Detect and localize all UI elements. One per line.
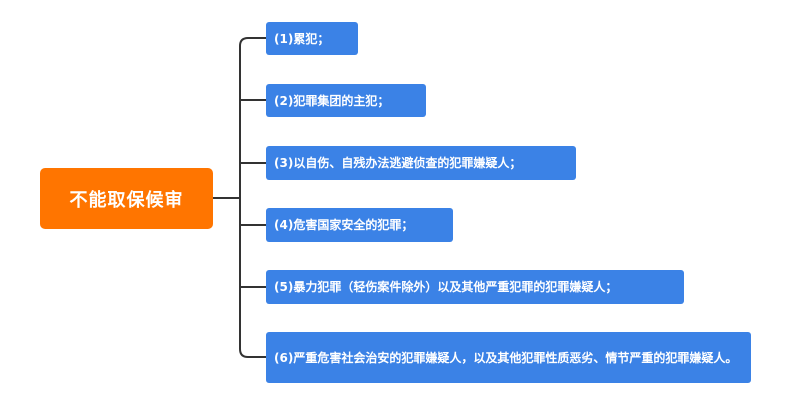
topic-label: (4)危害国家安全的犯罪； (274, 218, 414, 232)
topic-label: (2)犯罪集团的主犯； (274, 93, 390, 108)
topic-label: (5)暴力犯罪（轻伤案件除外）以及其他严重犯罪的犯罪嫌疑人； (274, 280, 618, 294)
topic-node-2[interactable]: (2)犯罪集团的主犯； (266, 84, 426, 117)
topic-label: (3)以自伤、自残办法逃避侦查的犯罪嫌疑人； (274, 156, 522, 170)
root-node[interactable]: 不能取保候审 (40, 168, 213, 229)
topic-node-1[interactable]: (1)累犯； (266, 22, 358, 55)
topic-node-5[interactable]: (5)暴力犯罪（轻伤案件除外）以及其他严重犯罪的犯罪嫌疑人； (266, 270, 684, 304)
topic-node-4[interactable]: (4)危害国家安全的犯罪； (266, 208, 453, 242)
connector-spine (239, 37, 266, 358)
root-label: 不能取保候审 (69, 189, 184, 211)
topic-label: (6)严重危害社会治安的犯罪嫌疑人，以及其他犯罪性质恶劣、情节严重的犯罪嫌疑人。 (274, 350, 738, 365)
topic-label: (1)累犯； (274, 31, 330, 46)
topic-node-3[interactable]: (3)以自伤、自残办法逃避侦查的犯罪嫌疑人； (266, 146, 576, 180)
topic-node-6[interactable]: (6)严重危害社会治安的犯罪嫌疑人，以及其他犯罪性质恶劣、情节严重的犯罪嫌疑人。 (266, 332, 751, 383)
